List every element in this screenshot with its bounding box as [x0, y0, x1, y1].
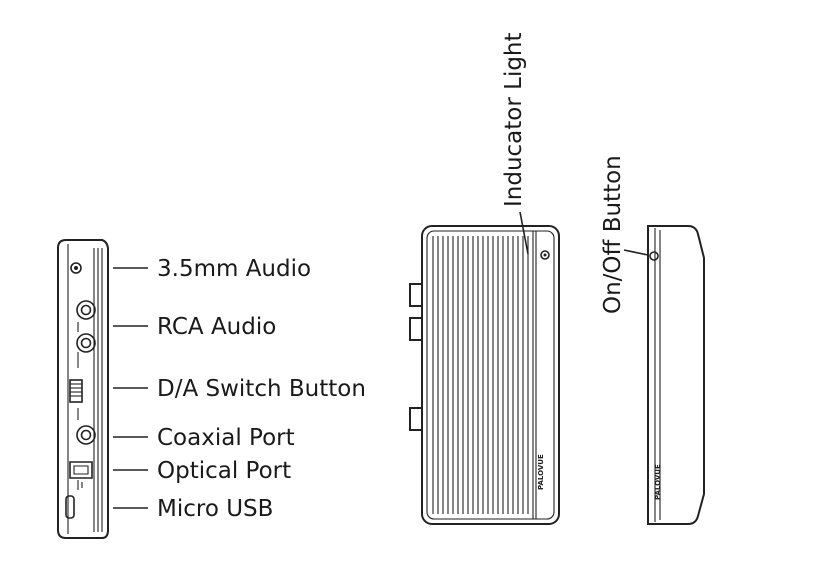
- top-ribs: [432, 236, 529, 514]
- label-onoff-button: On/Off Button: [600, 155, 626, 314]
- indicator-light: [540, 250, 550, 260]
- brand-logo-side: PALOVUE: [654, 464, 662, 500]
- label-3-5mm-audio: 3.5mm Audio: [157, 256, 311, 282]
- label-rca-audio: RCA Audio: [157, 314, 276, 340]
- rca-jacks: [76, 300, 96, 353]
- label-optical-port: Optical Port: [157, 458, 291, 484]
- optical-port-shape: [69, 461, 93, 479]
- label-coaxial-port: Coaxial Port: [157, 425, 295, 451]
- side-ribs: [93, 248, 103, 532]
- port-side-view: [57, 239, 109, 539]
- label-indicator-light: Inducator Light: [501, 32, 527, 207]
- label-micro-usb: Micro USB: [157, 496, 273, 522]
- onoff-callout-line: [623, 249, 649, 256]
- da-switch: [69, 379, 83, 403]
- top-view: PALOVUE: [409, 225, 560, 525]
- indicator-callout-line: [519, 211, 529, 255]
- micro-usb-port: [65, 495, 75, 519]
- power-button: [649, 251, 659, 261]
- label-da-switch: D/A Switch Button: [157, 376, 366, 402]
- brand-logo-top: PALOVUE: [537, 454, 545, 490]
- callout-lines: [113, 267, 148, 509]
- coaxial-jack: [76, 425, 96, 445]
- button-side-view: PALOVUE: [647, 225, 705, 525]
- audio-jack-3-5mm: [70, 262, 82, 274]
